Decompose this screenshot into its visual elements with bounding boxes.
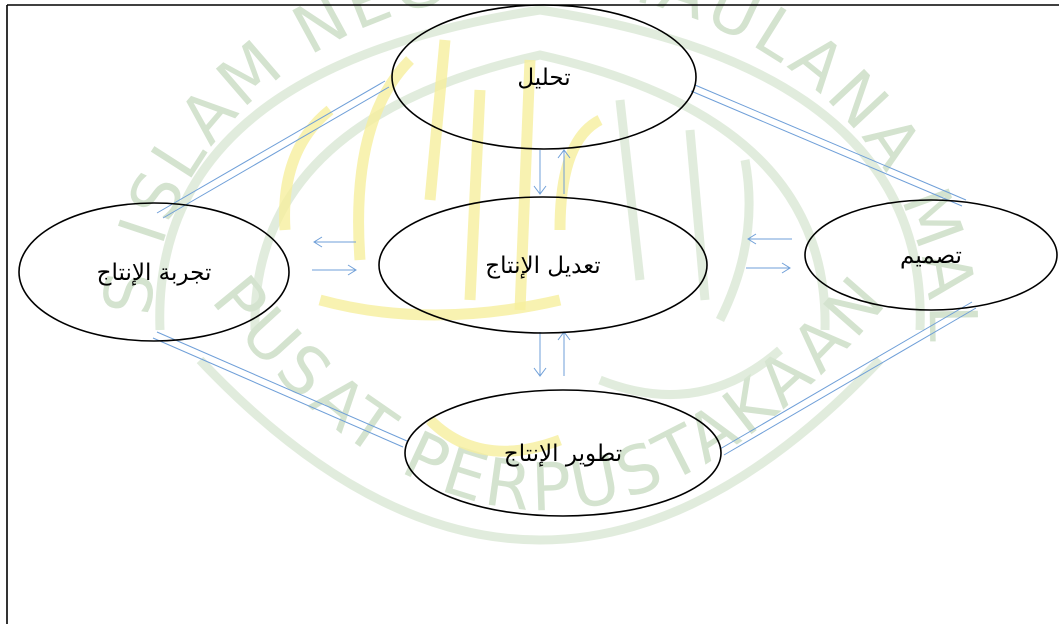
node-product-revision: تعديل الإنتاج <box>378 196 708 334</box>
arrow-center-to-top <box>557 149 571 194</box>
arrow-center-to-left <box>313 236 356 248</box>
node-product-revision-ellipse <box>378 196 708 334</box>
node-design-ellipse <box>804 199 1058 311</box>
connector-top-right <box>690 84 967 207</box>
arrow-left-to-center <box>312 264 357 276</box>
node-design-label: تصميم <box>900 243 962 269</box>
node-product-trial-ellipse <box>18 202 290 342</box>
arrow-center-to-right <box>746 262 791 274</box>
watermark-shield-base <box>196 356 884 545</box>
node-product-development-label: تطوير الإنتاج <box>504 441 622 468</box>
connectors <box>152 80 977 456</box>
node-product-revision-label: تعديل الإنتاج <box>485 253 600 280</box>
arrow-center-to-bottom <box>533 332 547 377</box>
connector-left-bottom <box>152 331 408 448</box>
node-design: تصميم <box>804 199 1058 311</box>
arrows <box>312 149 792 377</box>
node-product-development: تطوير الإنتاج <box>404 389 722 517</box>
node-product-trial-label: تجربة الإنتاج <box>97 260 212 287</box>
watermark-shield-outline <box>155 5 925 331</box>
node-analysis: تحليل <box>391 4 697 150</box>
watermark-calligraphy <box>279 39 783 457</box>
arrow-right-to-center <box>747 233 792 245</box>
node-product-trial: تجربة الإنتاج <box>18 202 290 342</box>
node-analysis-ellipse <box>391 4 697 150</box>
connector-right-bottom <box>719 301 977 456</box>
connector-top-left <box>156 80 390 219</box>
arrow-top-to-center <box>533 150 547 195</box>
node-product-development-ellipse <box>404 389 722 517</box>
node-analysis-label: تحليل <box>517 65 570 91</box>
arrow-bottom-to-center <box>557 331 571 376</box>
